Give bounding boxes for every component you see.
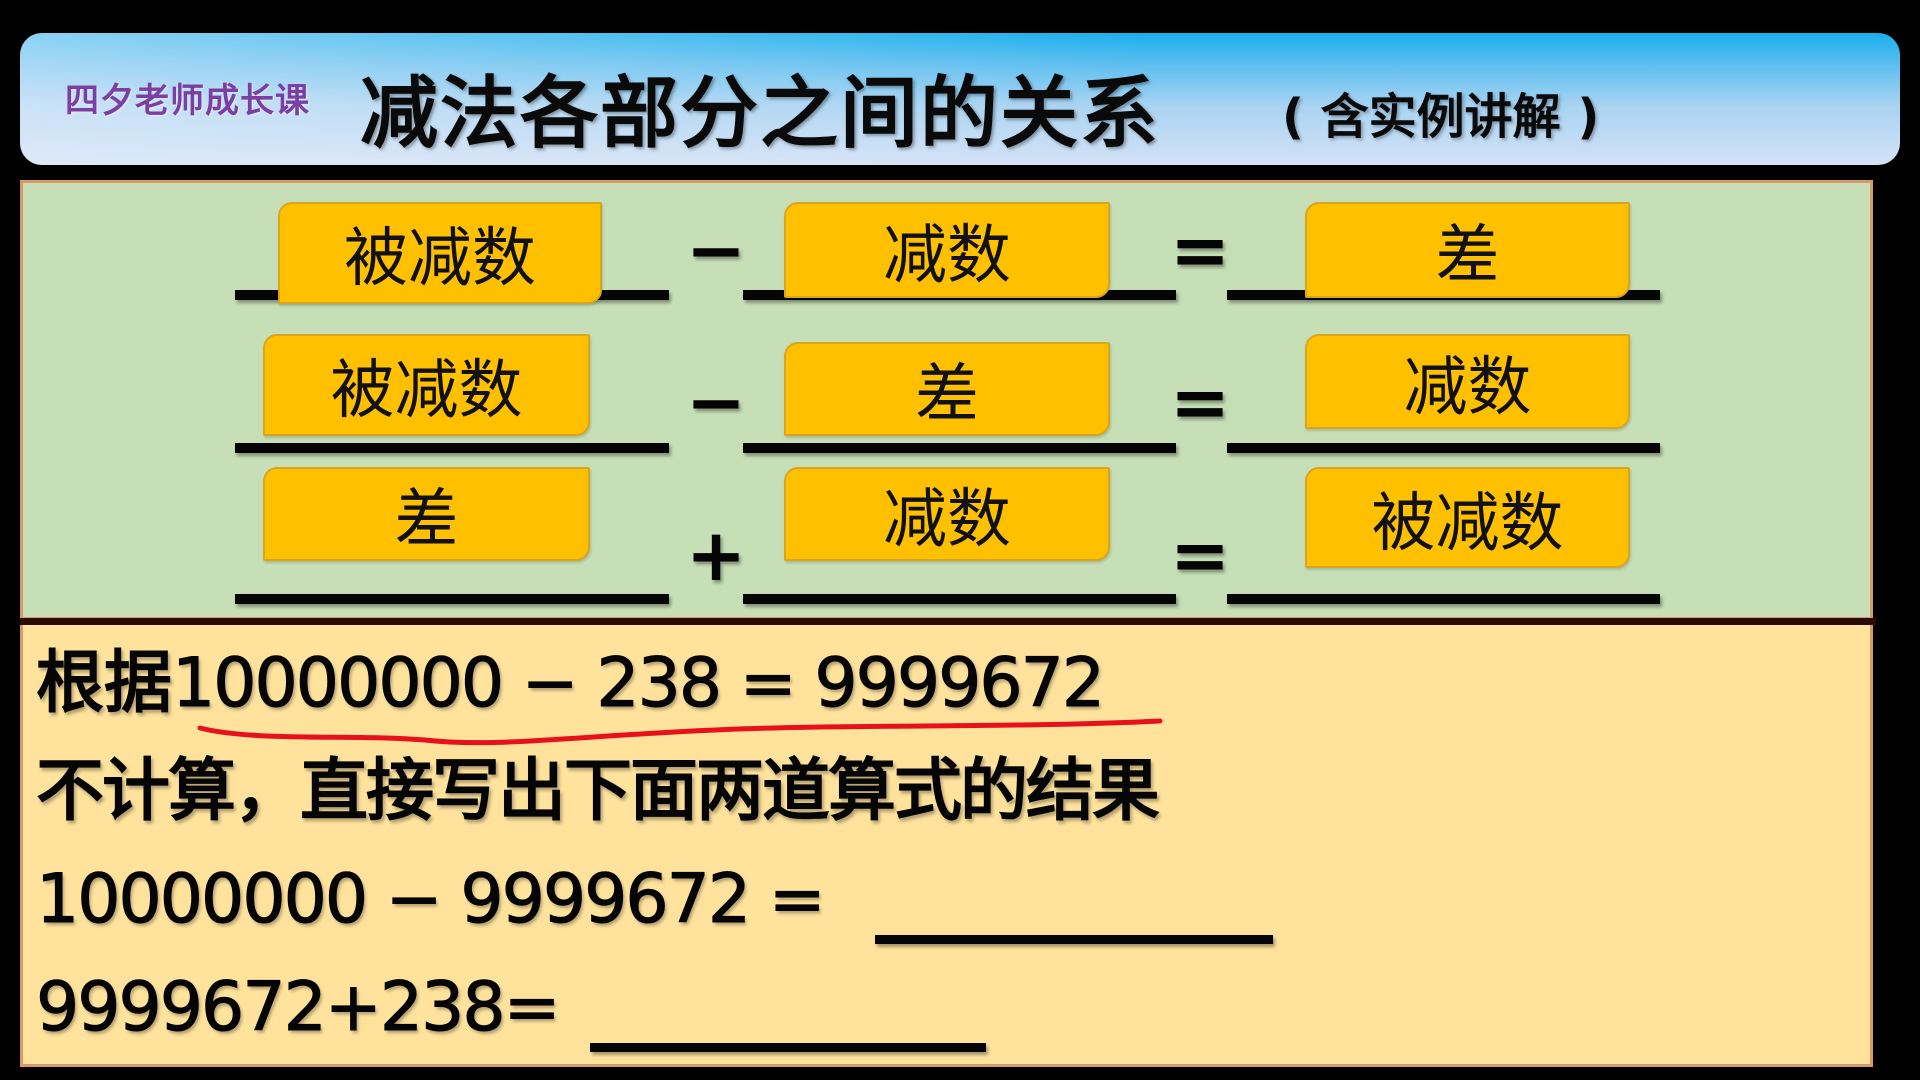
answer-blank-2[interactable] (590, 1043, 986, 1052)
term-chip[interactable]: 被减数 (1305, 467, 1630, 568)
term-chip[interactable]: 被减数 (263, 334, 590, 436)
equals-sign: = (1169, 360, 1231, 444)
blank-line (1227, 594, 1660, 604)
red-underline-annotation (197, 718, 1163, 746)
given-prefix: 根据 (36, 644, 173, 723)
term-chip[interactable]: 差 (784, 342, 1110, 436)
blank-line (743, 594, 1176, 604)
answer-blank-1[interactable] (875, 935, 1273, 944)
equals-sign: = (1169, 513, 1231, 597)
plus-sign: + (685, 513, 747, 597)
blank-line (743, 443, 1176, 453)
panel-divider (20, 618, 1876, 625)
blank-line (235, 594, 669, 604)
term-chip[interactable]: 减数 (1305, 334, 1630, 429)
term-chip[interactable]: 减数 (784, 467, 1110, 561)
title-banner: 四夕老师成长课 减法各部分之间的关系 ( 含实例讲解 ) (20, 33, 1900, 165)
minus-sign: − (685, 360, 747, 444)
page-title: 减法各部分之间的关系 (360, 69, 1161, 159)
term-chip[interactable]: 差 (263, 467, 590, 561)
problem-2: 9999672+238= (36, 968, 562, 1047)
title-note: ( 含实例讲解 ) (1282, 89, 1600, 145)
term-chip[interactable]: 被减数 (278, 202, 602, 304)
equals-sign: = (1169, 208, 1231, 292)
instruction-text: 不计算，直接写出下面两道算式的结果 (36, 752, 1160, 831)
exercise-panel (20, 625, 1873, 1067)
blank-line (235, 443, 669, 453)
blank-line (1227, 443, 1660, 453)
term-chip[interactable]: 减数 (784, 202, 1110, 298)
problem-1: 10000000 − 9999672 = (36, 860, 827, 939)
minus-sign: − (685, 208, 747, 292)
course-subtitle: 四夕老师成长课 (65, 81, 310, 121)
given-equation: 10000000 − 238 = 9999672 (172, 644, 1106, 723)
given-line: 根据10000000 − 238 = 9999672 (36, 649, 1106, 718)
term-chip[interactable]: 差 (1305, 202, 1630, 298)
